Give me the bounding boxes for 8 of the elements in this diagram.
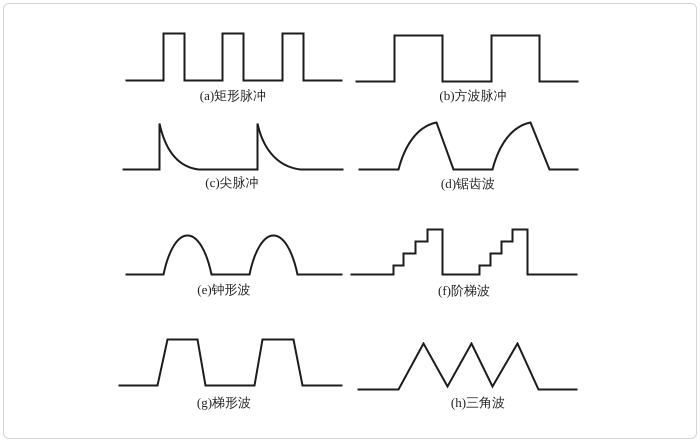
waveform-caption: (e)钟形波 — [197, 282, 251, 298]
waveform-caption: (a)矩形脉冲 — [200, 88, 266, 104]
waveform-caption: (c)尖脉冲 — [205, 175, 259, 191]
waveform-caption: (b)方波脉冲 — [439, 88, 507, 104]
waveform-caption: (h)三角波 — [450, 395, 506, 411]
waveform-caption: (g)梯形波 — [196, 395, 252, 411]
waveform-caption: (d)锯齿波 — [440, 176, 496, 192]
waveform-caption: (f)阶梯波 — [438, 283, 490, 299]
